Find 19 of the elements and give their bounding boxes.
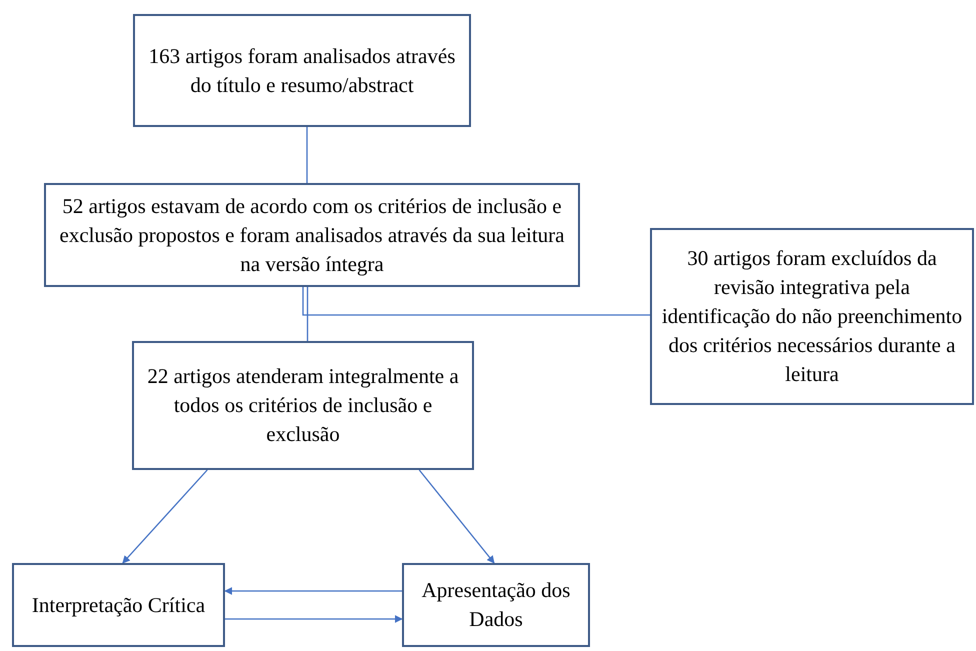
box-text: 22 artigos atenderam integralmente a todos os critérios de inclusão e exclusão [146, 363, 460, 448]
box-text: Interpretação Crítica [32, 592, 206, 618]
connector-line [302, 287, 650, 316]
process-box [132, 341, 474, 470]
connector-line [306, 287, 308, 341]
connector-line [122, 470, 208, 564]
process-box [402, 563, 590, 647]
connector-line [306, 127, 308, 183]
process-box [12, 563, 225, 647]
box-text: 30 artigos foram excluídos da revisão integrativa pela identificação do não preenchimento dos critérios necessários durante a leitura [660, 245, 964, 388]
box-text: 52 artigos estavam de acordo com os critérios de inclusão e exclusão propostos e foram analisados através da sua leitura na versão íntegra [58, 192, 566, 278]
box-text: 163 artigos foram analisados através do título e resumo/abstract [148, 42, 456, 98]
box-text: Apresentação dos Dados [420, 577, 572, 633]
process-box [44, 183, 580, 287]
connector-line [418, 470, 495, 564]
process-box [650, 228, 974, 405]
connector-line [224, 587, 402, 595]
process-box [133, 14, 471, 127]
connector-line [225, 615, 403, 623]
